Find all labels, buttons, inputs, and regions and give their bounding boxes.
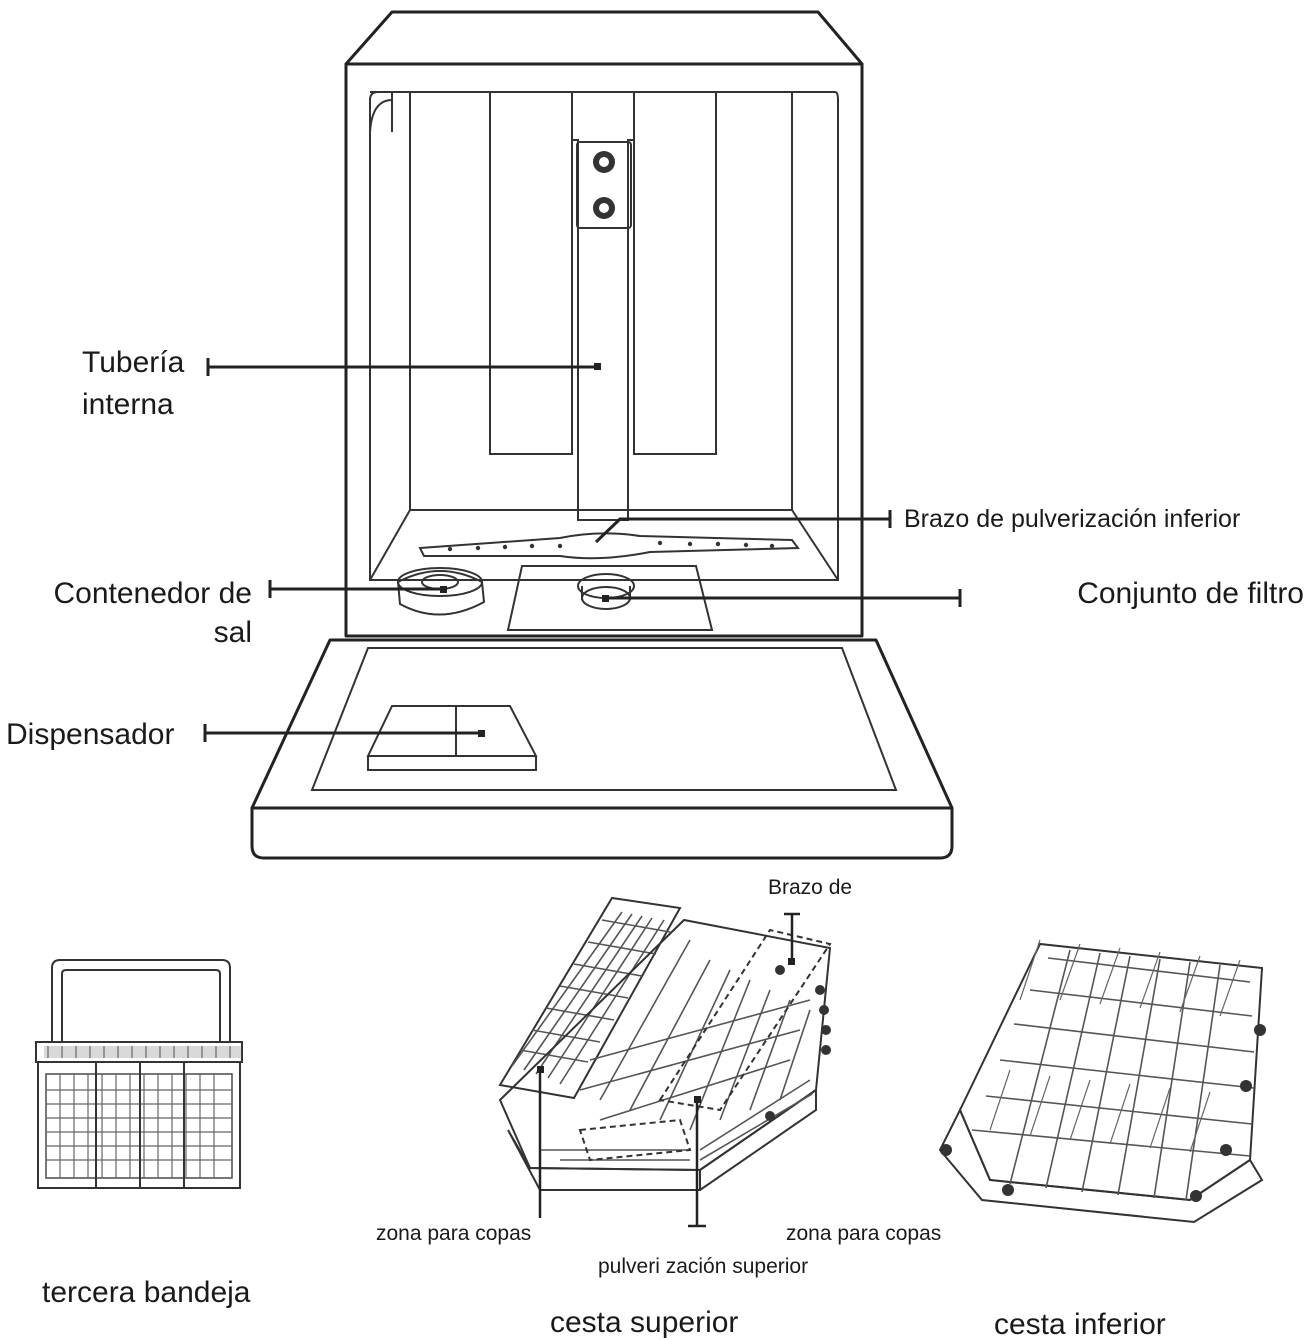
- cutlery-basket-icon: [35, 959, 243, 1189]
- label-zona-copas-right: zona para copas: [786, 1222, 941, 1245]
- lower-rack-icon: [938, 939, 1266, 1224]
- label-brazo-superior-line1: Brazo de: [768, 876, 852, 899]
- label-tercera-bandeja: tercera bandeja: [42, 1276, 251, 1309]
- label-brazo-superior-line2: pulveri zación superior: [598, 1255, 808, 1278]
- callout-leaders: [203, 358, 962, 742]
- label-cesta-inferior: cesta inferior: [994, 1308, 1166, 1340]
- label-conjunto-filtro: Conjunto de filtro: [1077, 577, 1304, 610]
- label-tuberia-line2: interna: [82, 388, 174, 421]
- label-tuberia-line1: Tubería: [82, 346, 185, 379]
- label-contenedor-line1: Contenedor de: [54, 577, 253, 610]
- label-brazo-inferior: Brazo de pulverización inferior: [904, 505, 1240, 533]
- label-zona-copas-left: zona para copas: [376, 1222, 531, 1245]
- label-contenedor-line2: sal: [214, 616, 252, 649]
- dishwasher-illustration: [250, 10, 954, 860]
- upper-rack-leaders: [537, 912, 800, 1228]
- label-dispensador: Dispensador: [6, 718, 174, 751]
- label-cesta-superior: cesta superior: [550, 1306, 738, 1339]
- labels: Tubería interna Brazo de pulverización i…: [6, 346, 1304, 1340]
- upper-rack-icon: [498, 896, 832, 1191]
